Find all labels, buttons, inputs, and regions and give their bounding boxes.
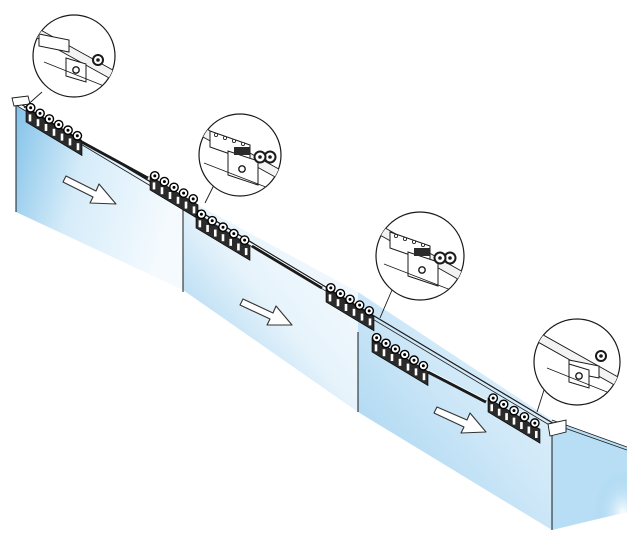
- magnifier-leaders: [23, 91, 545, 413]
- direction-arrow-2: [239, 298, 293, 326]
- magnifier-carriage-coupling-2: [375, 211, 465, 301]
- guide-bar-3: [427, 370, 487, 404]
- magnifier-end-stop-left: [32, 14, 116, 98]
- magnifier-carriage-coupling-1: [198, 113, 282, 197]
- detail-magnifiers: [32, 14, 621, 406]
- direction-arrow-3: [433, 406, 487, 434]
- glass-panels: [15, 106, 627, 530]
- glass-return-glow: [552, 420, 627, 530]
- roller-carriage-panel2-b: [325, 282, 375, 332]
- roller-carriage-panel3-a: [371, 332, 429, 387]
- glass-panel-2: [183, 197, 358, 412]
- guide-bar-1: [81, 140, 149, 180]
- direction-arrows: [62, 175, 487, 434]
- magnifier-end-stop-right: [533, 318, 621, 406]
- roller-carriages: [25, 102, 541, 444]
- guide-bar-2: [251, 244, 323, 290]
- direction-arrow-1: [62, 175, 117, 205]
- roller-carriage-panel3-b: [487, 393, 541, 444]
- roller-carriage-panel2-a: [195, 209, 251, 261]
- roller-carriage-panel1-a: [25, 102, 83, 157]
- roller-carriage-panel1-b: [149, 170, 199, 220]
